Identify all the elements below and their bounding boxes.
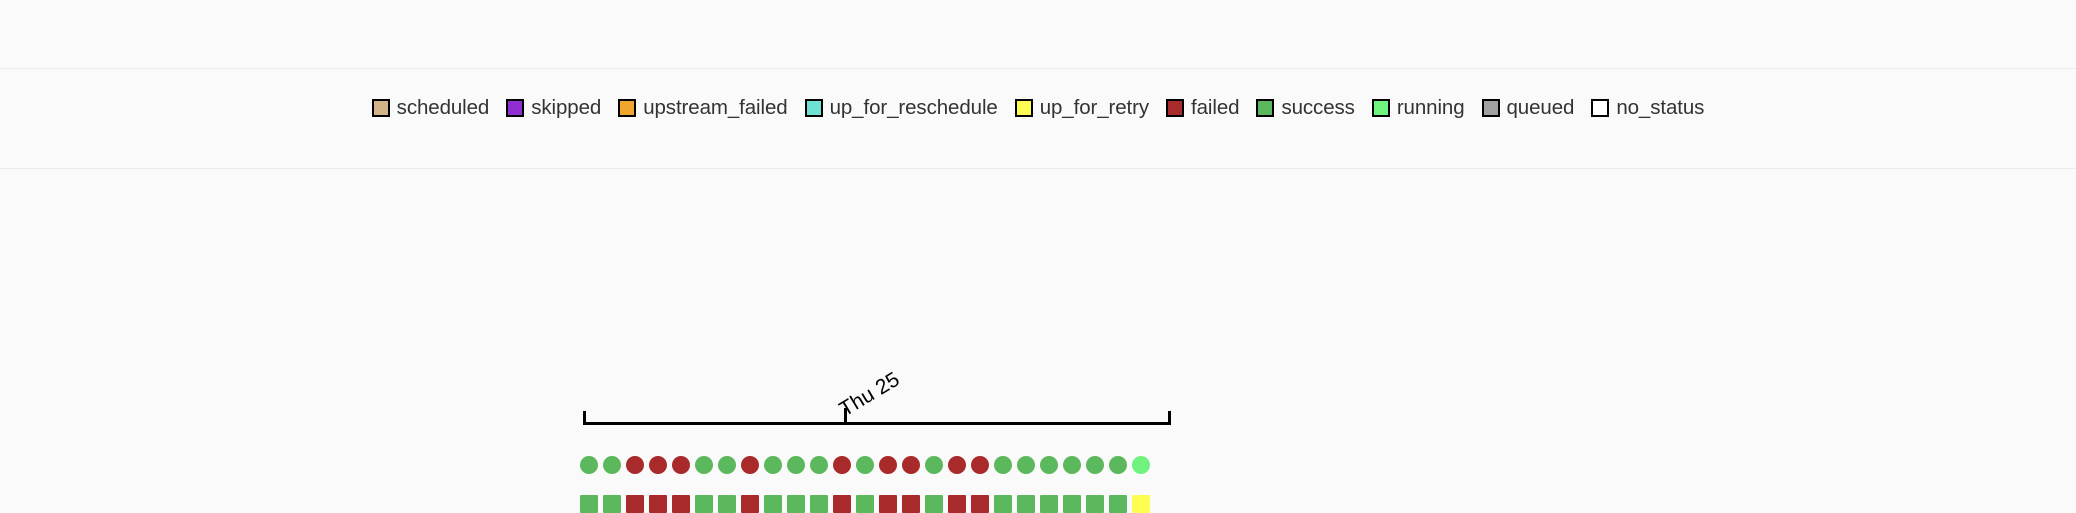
- dag-runs-marker-success[interactable]: [1040, 456, 1058, 474]
- chart-legend: scheduled skipped upstream_failed up_for_re…: [0, 96, 2076, 120]
- legend-swatch-upstream-failed: [618, 99, 637, 117]
- legend-item-label: no_status: [1616, 96, 1705, 119]
- task-runs-marker-success[interactable]: [580, 495, 598, 513]
- dag-runs-marker-failed[interactable]: [971, 456, 989, 474]
- task-runs-marker-success[interactable]: [718, 495, 736, 513]
- legend-swatch-up-for-reschedule: [804, 99, 823, 117]
- task-runs-marker-failed[interactable]: [971, 495, 989, 513]
- dag-runs-marker-success[interactable]: [994, 456, 1012, 474]
- legend-swatch-skipped: [506, 99, 525, 117]
- legend-item-upstream-failed[interactable]: upstream_failed: [618, 96, 788, 120]
- task-runs-marker-failed[interactable]: [833, 495, 851, 513]
- task-runs-marker-success[interactable]: [1086, 495, 1104, 513]
- dag-runs-marker-success[interactable]: [925, 456, 943, 474]
- task-runs-marker-success[interactable]: [856, 495, 874, 513]
- dag-runs-marker-success[interactable]: [603, 456, 621, 474]
- dag-runs-marker-success[interactable]: [764, 456, 782, 474]
- legend-swatch-scheduled: [371, 99, 390, 117]
- task-runs-marker-success[interactable]: [695, 495, 713, 513]
- task-runs-marker-success[interactable]: [810, 495, 828, 513]
- dag-runs-marker-failed[interactable]: [741, 456, 759, 474]
- dag-runs-marker-failed[interactable]: [902, 456, 920, 474]
- task-runs-marker-up_for_retry[interactable]: [1132, 495, 1150, 513]
- dag-runs-marker-success[interactable]: [810, 456, 828, 474]
- legend-item-label: failed: [1191, 96, 1240, 119]
- dag-runs-marker-success[interactable]: [580, 456, 598, 474]
- task-runs-marker-failed[interactable]: [741, 495, 759, 513]
- task-runs-marker-success[interactable]: [1040, 495, 1058, 513]
- task-runs-marker-failed[interactable]: [879, 495, 897, 513]
- legend-item-label: skipped: [531, 96, 602, 119]
- legend-item-label: scheduled: [396, 96, 490, 119]
- legend-swatch-success: [1256, 99, 1275, 117]
- legend-item-running[interactable]: running: [1371, 96, 1465, 120]
- legend-item-no-status[interactable]: no_status: [1591, 96, 1704, 120]
- dag-run-marker-row: [580, 456, 1150, 474]
- legend-item-label: up_for_reschedule: [829, 96, 998, 119]
- dag-runs-marker-failed[interactable]: [833, 456, 851, 474]
- legend-swatch-running: [1371, 99, 1390, 117]
- task-runs-marker-success[interactable]: [1017, 495, 1035, 513]
- task-runs-marker-success[interactable]: [764, 495, 782, 513]
- task-runs-marker-success[interactable]: [1063, 495, 1081, 513]
- task-runs-marker-success[interactable]: [994, 495, 1012, 513]
- x-axis-cap-left: [583, 411, 586, 425]
- dag-runs-marker-success[interactable]: [718, 456, 736, 474]
- legend-item-scheduled[interactable]: scheduled: [371, 96, 490, 120]
- dag-runs-marker-success[interactable]: [695, 456, 713, 474]
- divider-top: [0, 68, 2076, 69]
- legend-item-label: upstream_failed: [643, 96, 788, 119]
- task-runs-marker-failed[interactable]: [672, 495, 690, 513]
- task-runs-marker-failed[interactable]: [948, 495, 966, 513]
- legend-item-up-for-reschedule[interactable]: up_for_reschedule: [804, 96, 998, 120]
- legend-item-up-for-retry[interactable]: up_for_retry: [1014, 96, 1150, 120]
- x-axis-tick-label: Thu 25: [835, 367, 904, 422]
- x-axis-cap-right: [1168, 411, 1171, 425]
- task-runs-marker-failed[interactable]: [649, 495, 667, 513]
- dag-runs-marker-failed[interactable]: [879, 456, 897, 474]
- chart-plot-area: Thu 25: [0, 168, 2076, 513]
- legend-item-label: running: [1396, 96, 1465, 119]
- legend-swatch-no-status: [1591, 99, 1610, 117]
- x-axis-tick: [844, 408, 847, 425]
- task-runs-marker-failed[interactable]: [902, 495, 920, 513]
- legend-item-queued[interactable]: queued: [1481, 96, 1575, 120]
- legend-item-label: success: [1281, 96, 1355, 119]
- dag-runs-marker-success[interactable]: [1017, 456, 1035, 474]
- task-runs-marker-success[interactable]: [925, 495, 943, 513]
- dag-runs-marker-running[interactable]: [1132, 456, 1150, 474]
- legend-item-failed[interactable]: failed: [1166, 96, 1240, 120]
- task-runs-marker-success[interactable]: [603, 495, 621, 513]
- task-runs-marker-success[interactable]: [1109, 495, 1127, 513]
- dag-runs-marker-failed[interactable]: [672, 456, 690, 474]
- legend-swatch-up-for-retry: [1014, 99, 1033, 117]
- x-axis-spine: [583, 422, 1171, 425]
- dag-runs-marker-success[interactable]: [787, 456, 805, 474]
- legend-item-label: queued: [1506, 96, 1575, 119]
- dag-runs-marker-success[interactable]: [1086, 456, 1104, 474]
- task-runs-marker-failed[interactable]: [626, 495, 644, 513]
- divider-bottom: [0, 168, 2076, 169]
- dag-runs-marker-failed[interactable]: [649, 456, 667, 474]
- legend-item-success[interactable]: success: [1256, 96, 1355, 120]
- task-run-marker-row: [580, 495, 1150, 513]
- task-runs-marker-success[interactable]: [787, 495, 805, 513]
- dag-runs-marker-failed[interactable]: [948, 456, 966, 474]
- dag-runs-marker-success[interactable]: [1063, 456, 1081, 474]
- legend-item-label: up_for_retry: [1039, 96, 1150, 119]
- dag-runs-marker-success[interactable]: [856, 456, 874, 474]
- dag-runs-marker-success[interactable]: [1109, 456, 1127, 474]
- legend-swatch-failed: [1166, 99, 1185, 117]
- legend-swatch-queued: [1481, 99, 1500, 117]
- legend-item-skipped[interactable]: skipped: [506, 96, 601, 120]
- dag-runs-marker-failed[interactable]: [626, 456, 644, 474]
